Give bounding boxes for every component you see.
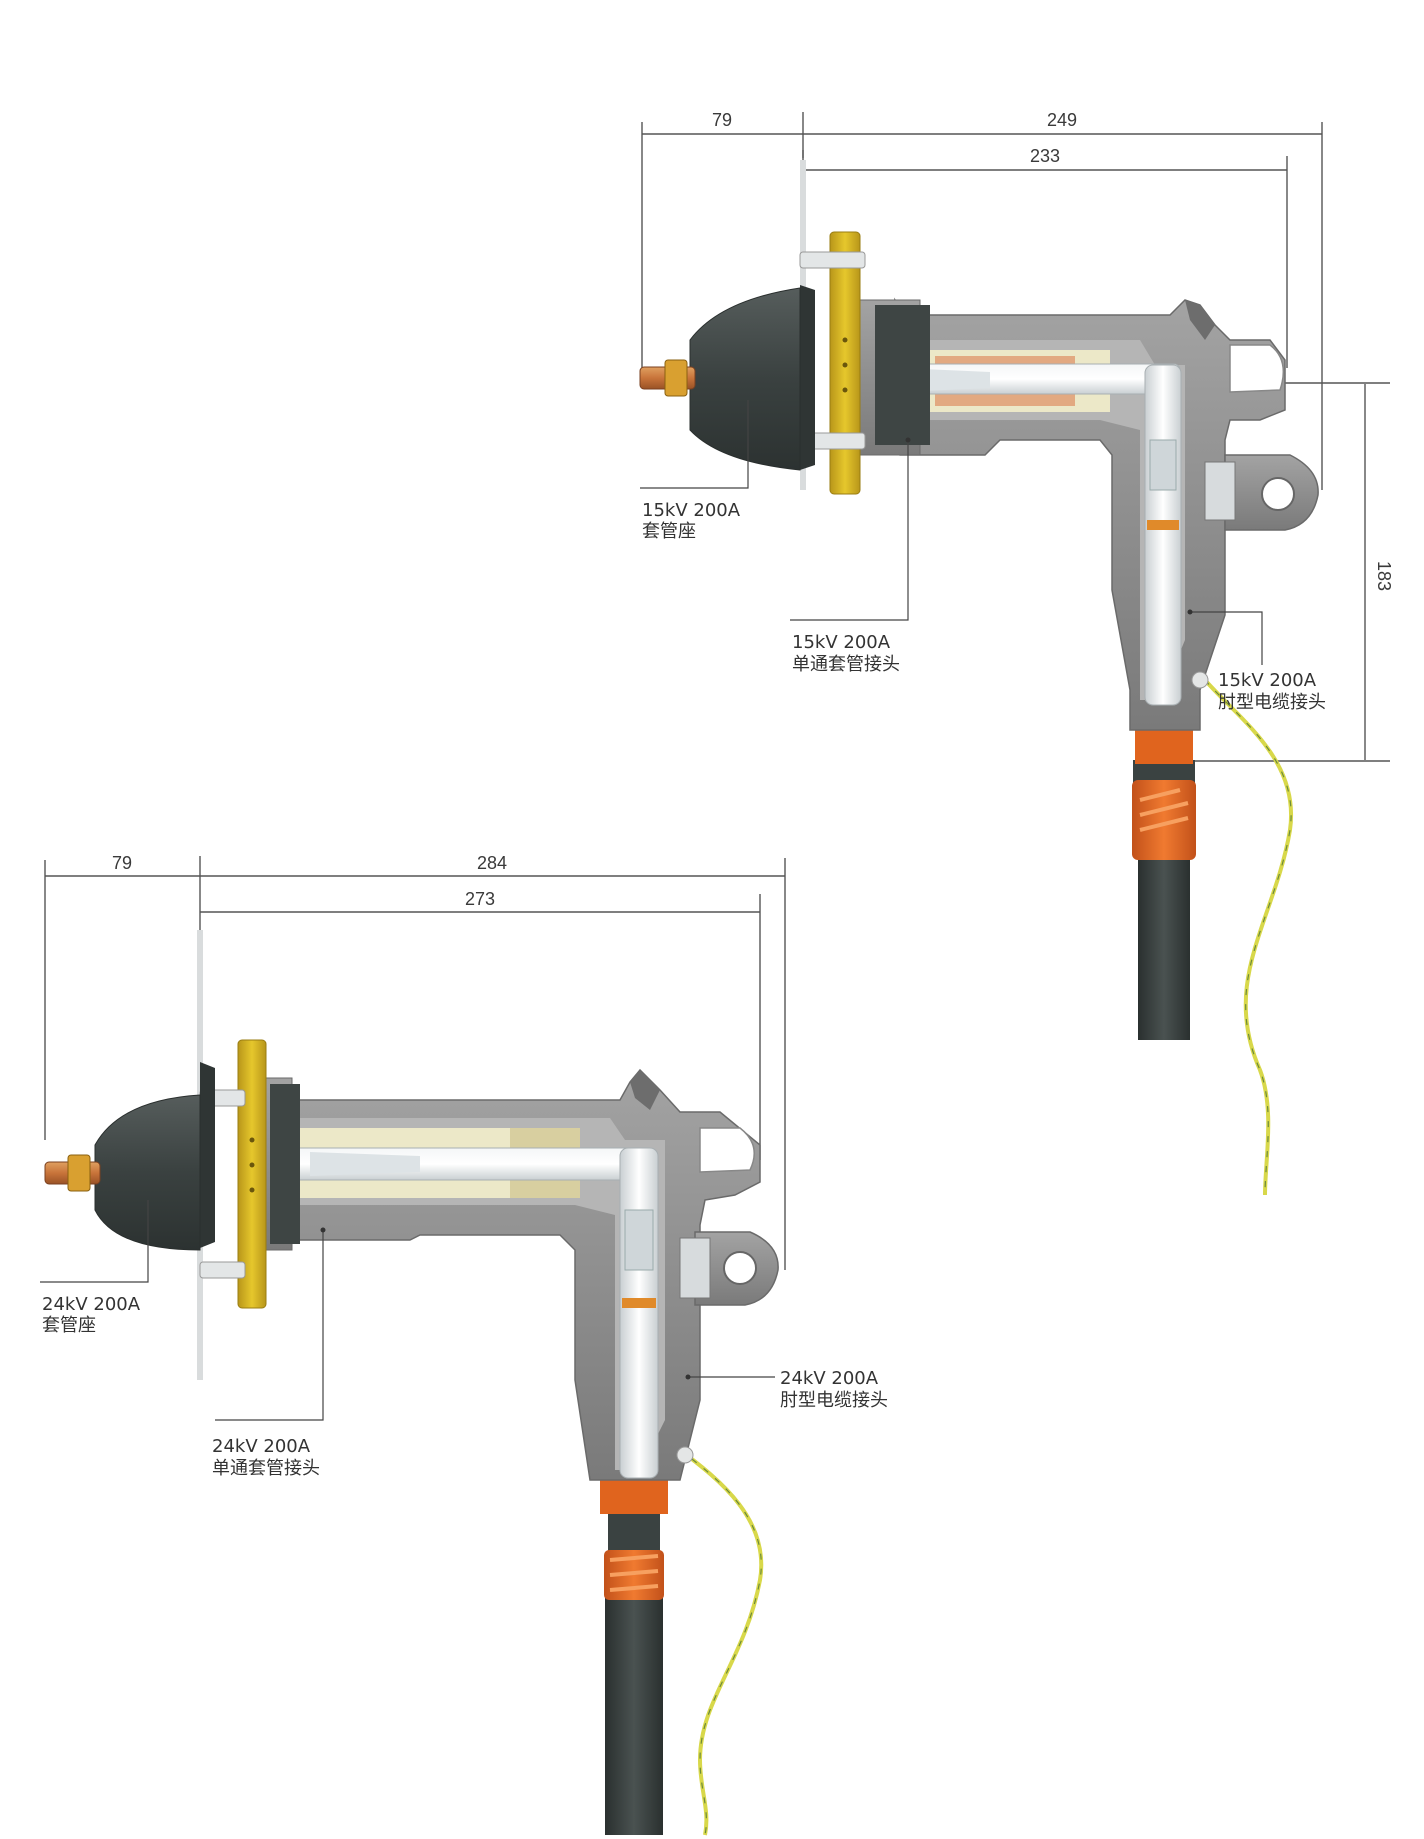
top-bushing-well-label-line1: 15kV 200A	[642, 500, 741, 521]
top-elbow-label-line2: 肘型电缆接头	[1218, 692, 1326, 713]
top-dim-height: 183	[1374, 561, 1394, 591]
bottom-bushing-well-label-line2: 套管座	[42, 1315, 96, 1336]
top-dim-inner-length: 233	[1030, 146, 1060, 166]
top-test-point	[1229, 344, 1285, 393]
top-ground-wire	[1203, 678, 1294, 1196]
bottom-bushing-well-label-line1: 24kV 200A	[42, 1294, 141, 1315]
bottom-ground-wire	[678, 1448, 764, 1836]
bottom-dim-overall-length: 284	[477, 853, 507, 873]
bottom-cable	[605, 1590, 663, 1835]
top-bushing-well-label-line2: 套管座	[642, 521, 696, 542]
top-dim-bushing-length: 79	[712, 110, 732, 130]
top-dim-overall-length: 249	[1047, 110, 1077, 130]
top-bushing-well	[689, 287, 801, 471]
bottom-insert-label-line1: 24kV 200A	[212, 1436, 311, 1457]
bottom-cable-conductor	[619, 1147, 659, 1479]
bottom-dim-inner-length: 273	[465, 889, 495, 909]
bottom-pulling-eye	[679, 1231, 779, 1306]
top-elbow-label-line1: 15kV 200A	[1218, 670, 1317, 691]
bottom-elbow-label-line2: 肘型电缆接头	[780, 1390, 888, 1411]
top-insert-label-line2: 单通套管接头	[792, 654, 900, 675]
top-cable-conductor	[1144, 364, 1182, 706]
top-assembly: 79 249 233 183	[639, 110, 1394, 1196]
bottom-bushing-well	[94, 1094, 201, 1251]
bottom-yellow-flange	[237, 1039, 267, 1309]
top-pulling-eye	[1204, 454, 1319, 531]
top-insert-label-line1: 15kV 200A	[792, 632, 891, 653]
bottom-test-point	[699, 1127, 755, 1173]
bottom-dim-bushing-length: 79	[112, 853, 132, 873]
bottom-dimension-lines	[44, 856, 786, 1270]
bottom-elbow-label-line1: 24kV 200A	[780, 1368, 879, 1389]
bottom-insert-label-line2: 单通套管接头	[212, 1458, 320, 1479]
bottom-assembly: 79 284 273	[40, 853, 888, 1836]
